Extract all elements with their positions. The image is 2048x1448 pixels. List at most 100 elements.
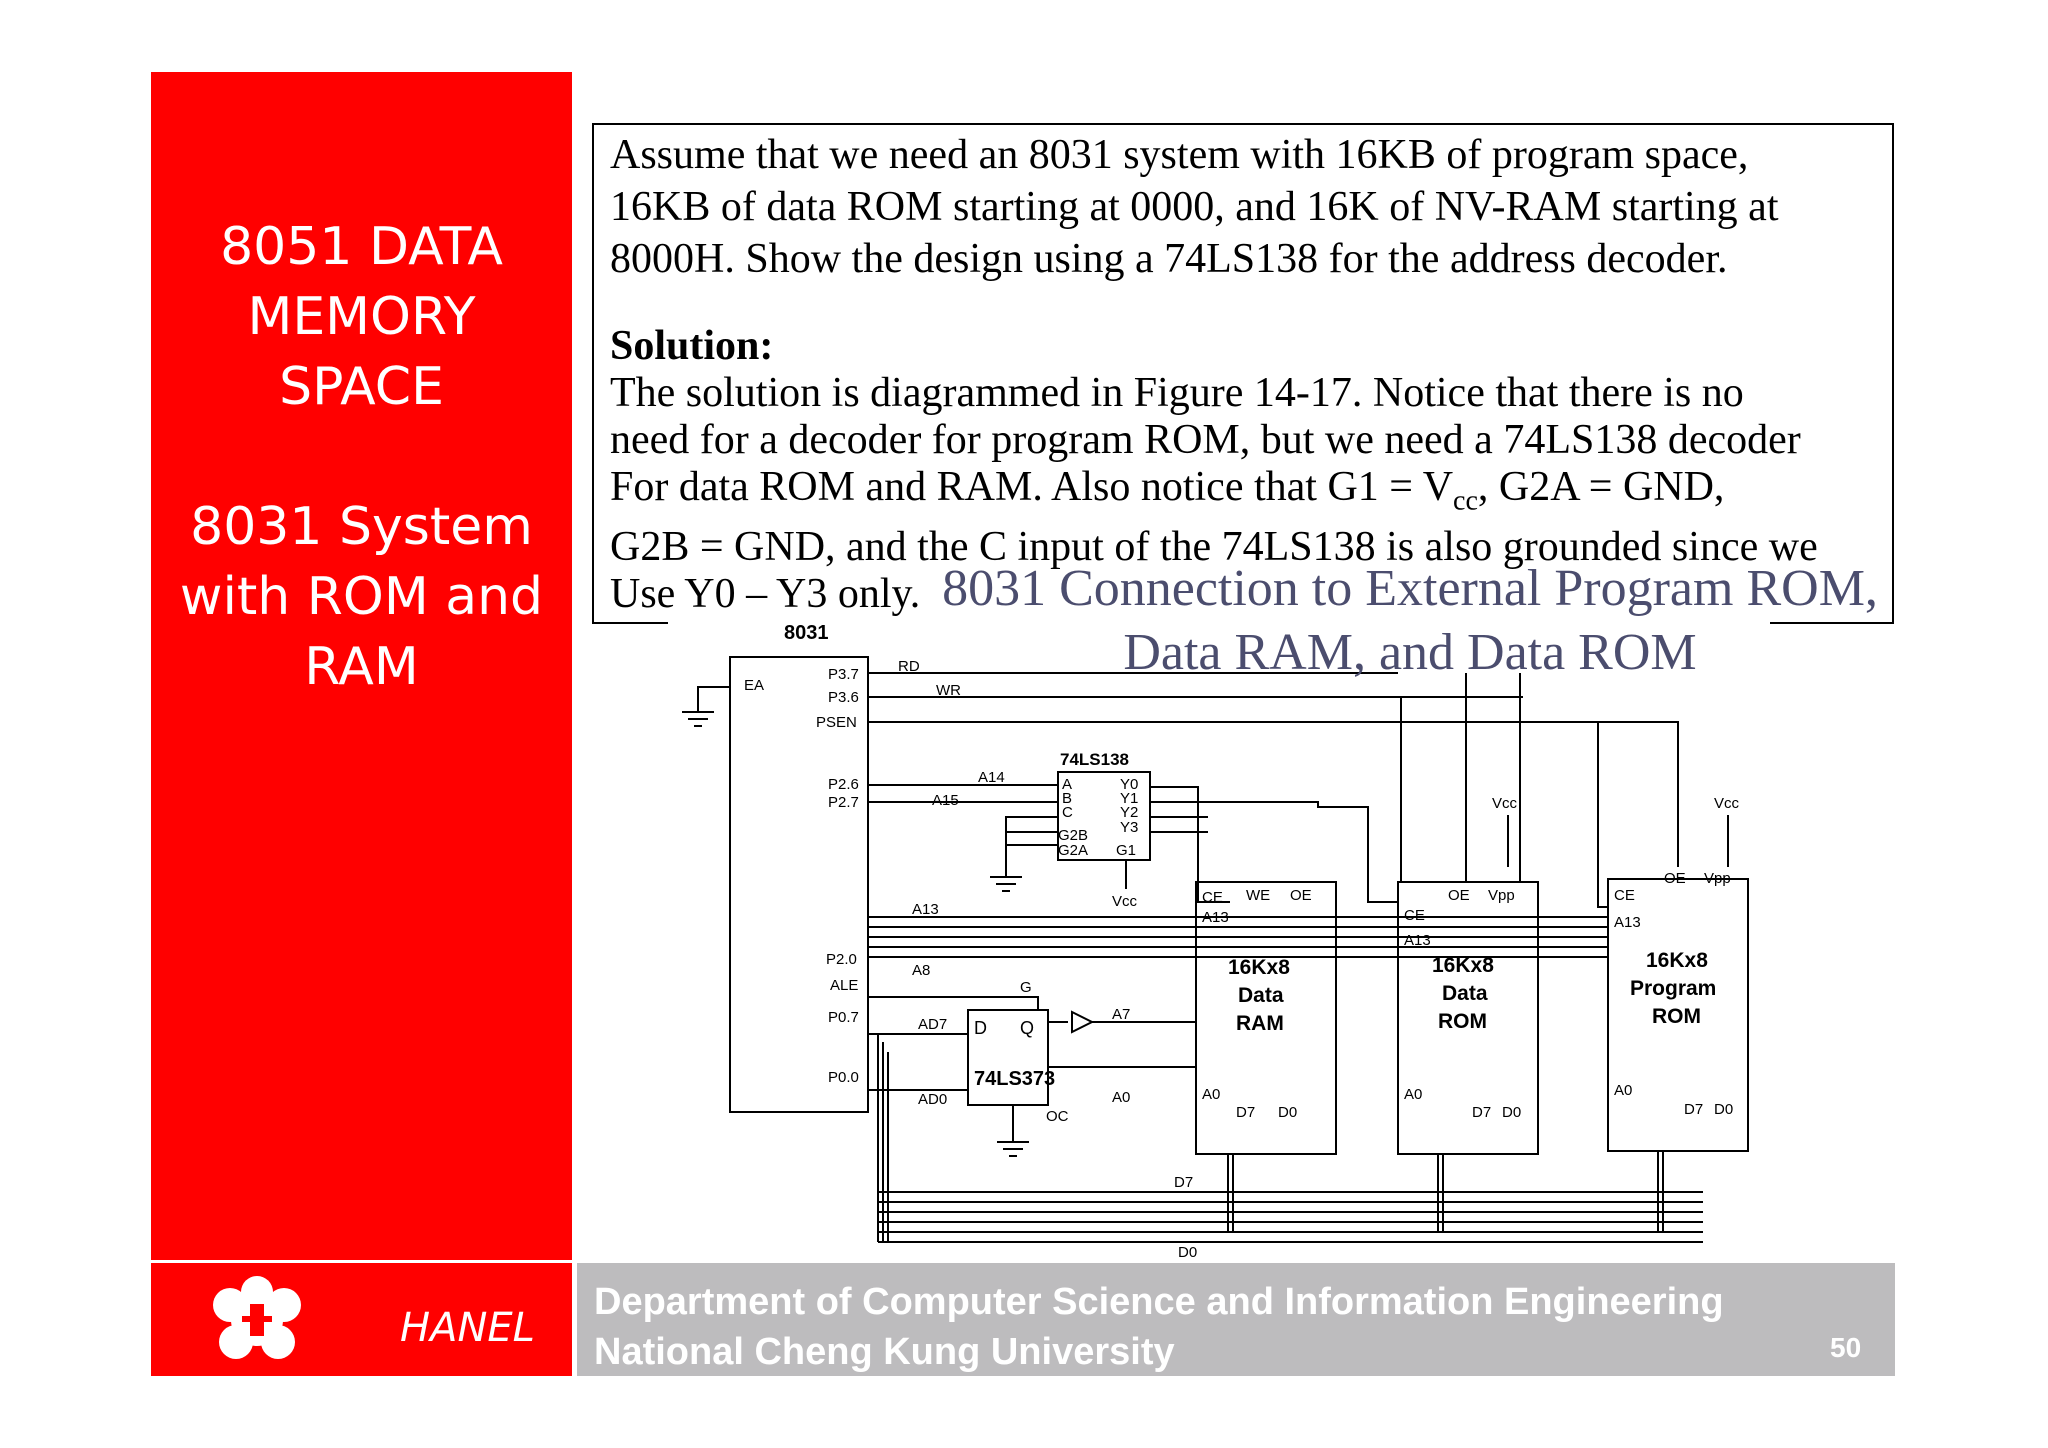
latch-q: Q — [1020, 1018, 1034, 1038]
solution-line: G2B = GND, and the C input of the 74LS13… — [610, 524, 1818, 571]
ram-pin: D0 — [1278, 1104, 1297, 1121]
prog-rom-pin: CE — [1614, 887, 1635, 904]
page-number: 50 — [1830, 1332, 1862, 1363]
rom-pin: CE — [1404, 907, 1425, 924]
subtitle-line: with ROM and — [179, 567, 544, 627]
cpu-pin: ALE — [830, 977, 858, 994]
decoder-name: 74LS138 — [1060, 750, 1129, 769]
cpu-pin: EA — [744, 677, 764, 694]
rom-pin: OE — [1448, 887, 1470, 904]
decoder-pin: Y2 — [1120, 804, 1138, 821]
cpu-pin: P2.0 — [826, 951, 857, 968]
problem-line: Assume that we need an 8031 system with … — [610, 132, 1749, 178]
cpu-pin: P2.7 — [828, 794, 859, 811]
prog-rom-pin: Vpp — [1704, 870, 1731, 887]
ram-pin: CE — [1202, 889, 1223, 906]
ram-label: RAM — [1236, 1012, 1284, 1035]
ram-pin: A13 — [1202, 909, 1229, 926]
signal-label: D0 — [1178, 1244, 1197, 1261]
problem-statement: Assume that we need an 8031 system with … — [610, 129, 1880, 285]
prog-rom-pin: A13 — [1614, 914, 1641, 931]
cpu-pin: P0.7 — [828, 1009, 859, 1026]
decoder-pin: C — [1062, 804, 1073, 821]
latch-name: 74LS373 — [974, 1068, 1055, 1090]
slide-section-title: 8051 DATA MEMORY SPACE 8031 System with … — [151, 212, 572, 702]
rom-label: 16Kx8 — [1432, 954, 1494, 977]
decoder-vcc: Vcc — [1112, 893, 1138, 910]
department-text: Department of Computer Science and Infor… — [594, 1277, 1724, 1377]
rom-label: Data — [1442, 982, 1488, 1005]
signal-label: AD0 — [918, 1091, 947, 1108]
prog-rom-vcc: Vcc — [1714, 795, 1740, 812]
university-logo — [213, 1276, 301, 1359]
decoder-pin: G2A — [1058, 842, 1088, 859]
ram-pin: OE — [1290, 887, 1312, 904]
solution-line: For data ROM and RAM. Also notice that G… — [610, 464, 1725, 517]
decoder-pin: G2B — [1058, 827, 1088, 844]
prog-rom-pin: D7 — [1684, 1101, 1703, 1118]
rom-pin: D0 — [1502, 1104, 1521, 1121]
decoder-pin: Y3 — [1120, 819, 1138, 836]
cpu-pin: PSEN — [816, 714, 857, 731]
cpu-pin: P3.6 — [828, 689, 859, 706]
signal-label: A7 — [1112, 1006, 1130, 1023]
solution-text: The solution is diagrammed in Figure 14-… — [610, 370, 1885, 618]
rom-pin: A0 — [1404, 1086, 1422, 1103]
rom-label: ROM — [1438, 1010, 1487, 1033]
prog-rom-label: Program — [1630, 977, 1716, 1000]
signal-label: G — [1020, 979, 1032, 996]
cpu-name: 8031 — [784, 622, 829, 644]
circuit-diagram: 8031 EA P3.7 P3.6 PSEN P2.6 P2.7 P2.0 AL… — [668, 617, 1770, 1262]
sidebar-panel — [151, 72, 572, 1260]
cpu-pin: P2.6 — [828, 776, 859, 793]
brand-name: HANEL — [400, 1305, 535, 1351]
decoder-pin: Y1 — [1120, 790, 1138, 807]
decoder-pin: B — [1062, 790, 1072, 807]
section-title-line: 8051 DATA — [220, 217, 503, 277]
solution-line: need for a decoder for program ROM, but … — [610, 417, 1801, 463]
rom-vcc: Vcc — [1492, 795, 1518, 812]
signal-label: AD7 — [918, 1016, 947, 1033]
prog-rom-label: 16Kx8 — [1646, 949, 1708, 972]
solution-line: Use Y0 – Y3 only. — [610, 571, 921, 618]
rom-pin: D7 — [1472, 1104, 1491, 1121]
ram-pin: WE — [1246, 887, 1270, 904]
decoder-pin: G1 — [1116, 842, 1136, 859]
department-line: Department of Computer Science and Infor… — [594, 1281, 1724, 1323]
cpu-pin: P0.0 — [828, 1069, 859, 1086]
cpu-pin: P3.7 — [828, 666, 859, 683]
ram-label: Data — [1238, 984, 1284, 1007]
decoder-pin: A — [1062, 776, 1072, 793]
prog-rom-label: ROM — [1652, 1005, 1701, 1028]
caption-line: 8031 Connection to External Program ROM, — [942, 560, 1878, 617]
footer-bar — [577, 1263, 1895, 1376]
prog-rom-pin: D0 — [1714, 1101, 1733, 1118]
signal-label: D7 — [1174, 1174, 1193, 1191]
prog-rom-pin: A0 — [1614, 1082, 1632, 1099]
signal-label: A14 — [978, 769, 1005, 786]
section-title-line: MEMORY — [247, 287, 476, 347]
problem-box — [592, 123, 1894, 624]
signal-label: A8 — [912, 962, 930, 979]
caption-line: Data RAM, and Data ROM — [1123, 624, 1697, 681]
signal-label: WR — [936, 682, 961, 699]
ram-label: 16Kx8 — [1228, 956, 1290, 979]
signal-label: A15 — [932, 792, 959, 809]
university-line: National Cheng Kung University — [594, 1331, 1175, 1373]
latch-d: D — [974, 1018, 987, 1038]
prog-rom-pin: OE — [1664, 870, 1686, 887]
rom-pin: Vpp — [1488, 887, 1515, 904]
signal-label: A0 — [1112, 1089, 1130, 1106]
subtitle-line: RAM — [304, 637, 419, 697]
ram-pin: A0 — [1202, 1086, 1220, 1103]
signal-label: A13 — [912, 901, 939, 918]
rom-pin: A13 — [1404, 932, 1431, 949]
section-subtitle: 8031 System with ROM and RAM — [151, 492, 572, 702]
ram-pin: D7 — [1236, 1104, 1255, 1121]
diagram-caption: 8031 Connection to External Program ROM,… — [940, 557, 1880, 685]
signal-label: RD — [898, 658, 920, 675]
solution-line: The solution is diagrammed in Figure 14-… — [610, 370, 1744, 416]
latch-oc: OC — [1046, 1108, 1069, 1125]
problem-line: 16KB of data ROM starting at 0000, and 1… — [610, 184, 1779, 230]
problem-line: 8000H. Show the design using a 74LS138 f… — [610, 236, 1728, 282]
